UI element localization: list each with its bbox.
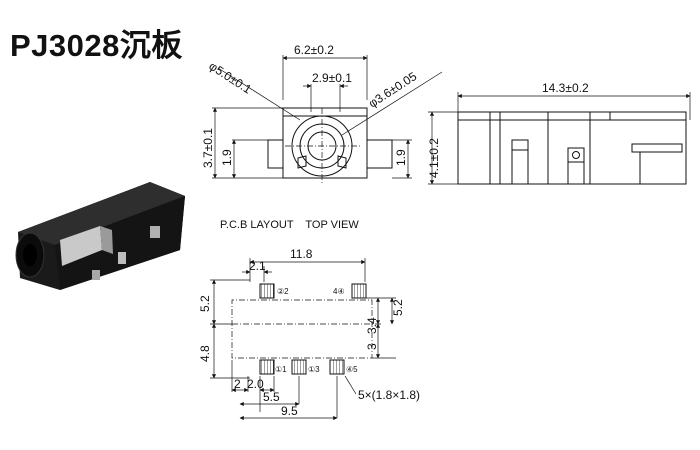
front-view-drawing: 6.2±0.2 2.9±0.1 φ5.0±0.1 φ3.6±0.05 3.7±0…: [201, 43, 443, 185]
dim-3: 3: [365, 343, 379, 350]
pin-label-5: ④5: [346, 365, 358, 374]
pad-4: [351, 283, 367, 299]
pin-label-2: ②2: [277, 287, 289, 296]
pcb-layout-label: P.C.B LAYOUT TOP VIEW: [220, 219, 359, 231]
pcb-layout-drawing: P.C.B LAYOUT TOP VIEW 11.8 2.1 ②2 4④ ①1 …: [198, 219, 420, 421]
dim-4-8: 4.8: [198, 345, 212, 362]
pin-spacing-dim: 2.9±0.1: [312, 71, 352, 85]
dim-3-4: 3.4: [365, 317, 379, 334]
product-title: PJ3028沉板: [10, 28, 183, 63]
pad-2: [259, 283, 275, 299]
pad-5: [329, 359, 345, 375]
pin-label-1: ①1: [275, 365, 287, 374]
pin-label-3: ①3: [308, 365, 320, 374]
outer-diameter-dim: φ5.0±0.1: [206, 59, 254, 97]
dim-5-5: 5.5: [263, 390, 280, 404]
dim-5-2-left: 5.2: [198, 295, 212, 312]
side-height-dim: 4.1±0.2: [427, 138, 441, 178]
dim-2: 2: [234, 377, 241, 391]
pin-label-4: 4④: [333, 287, 345, 296]
right-leg-dim: 1.9: [394, 149, 408, 166]
dim-11-8: 11.8: [290, 247, 313, 261]
length-dim: 14.3±0.2: [542, 81, 589, 95]
inner-diameter-dim: φ3.6±0.05: [366, 69, 420, 111]
side-view-drawing: 14.3±0.2 4.1±0.2: [427, 81, 691, 185]
dim-5-2-right: 5.2: [391, 299, 405, 316]
pad-size-note: 5×(1.8×1.8): [358, 388, 420, 402]
left-leg-dim: 1.9: [220, 149, 234, 166]
dim-2-1: 2.1: [249, 259, 266, 273]
height-dim: 3.7±0.1: [201, 128, 215, 168]
dim-2-0: 2.0: [247, 377, 264, 391]
pad-1: [259, 359, 275, 375]
width-dim: 6.2±0.2: [294, 43, 334, 57]
dim-9-5: 9.5: [281, 404, 298, 418]
product-photo: [15, 182, 185, 290]
pad-3: [291, 359, 307, 375]
